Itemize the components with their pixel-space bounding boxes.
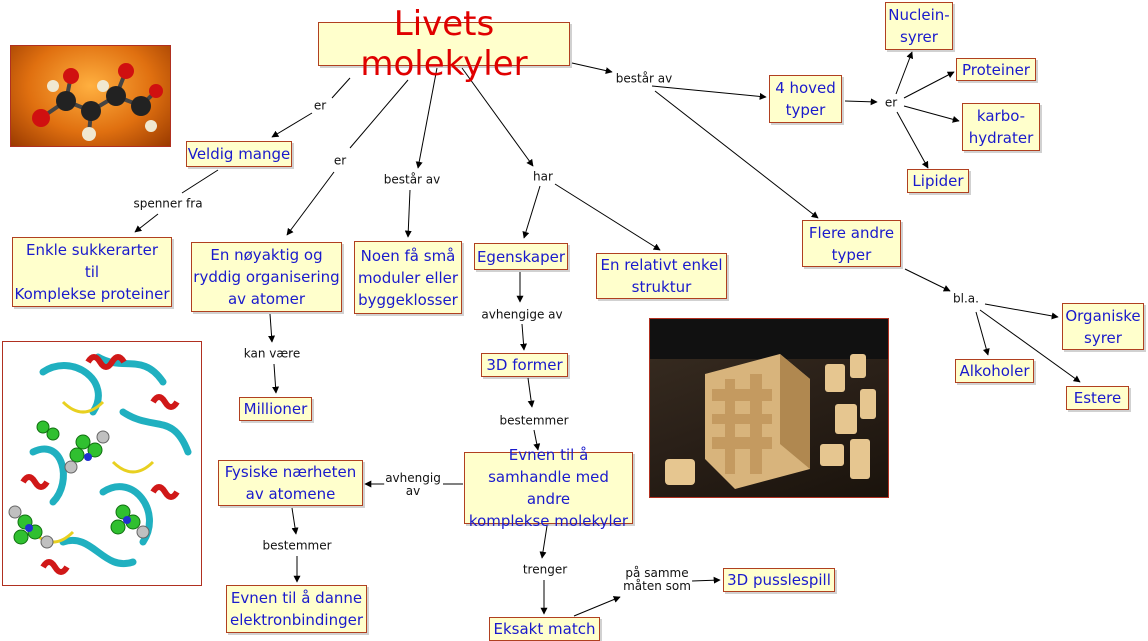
edge-kan-millioner [272,363,280,394]
link-label-trenger: trenger [521,562,569,577]
edge-bestar2-flere [654,90,819,219]
node-noyaktig-organisering: En nøyaktig og ryddig organisering av at… [191,242,342,312]
edge-title-bestar2 [571,62,613,75]
link-label-avhengige-av: avhengige av [480,307,564,322]
edge-er3-karbo [903,105,960,123]
node-eksakt-match: Eksakt match [489,617,600,641]
node-3d-former: 3D former [481,353,568,377]
edge-title-er1 [331,77,351,99]
node-veldig-mange: Veldig mange [186,141,292,167]
link-label-bla: bl.a. [952,291,980,306]
edge-bestemmer1-evnen [533,429,541,451]
edge-title-bestar1 [415,67,438,169]
link-label-har: har [532,169,554,184]
edge-har-egenskaper [522,185,541,239]
edge-samme-pusle [691,576,721,584]
edge-spenner-enkle [134,213,159,233]
node-fysiske-naerheten: Fysiske nærheten av atomene [218,460,363,506]
node-karbohydrater: karbo- hydrater [962,103,1040,151]
link-label-er: er [332,153,348,168]
edge-bestar2-hoved [651,85,767,100]
edge-fysiske-bestemmer2 [291,507,299,535]
node-enkle-sukkerarter: Enkle sukkerarter til Komplekse proteine… [12,237,172,307]
link-label-bestar-av: består av [614,71,674,86]
node-lipider: Lipider [907,169,969,193]
edge-er1-veldig [271,112,313,138]
link-label-er: er [883,95,899,110]
edge-hoved-er3 [844,98,878,106]
edge-flere-bla [904,268,951,292]
link-label-avhengig-av: avhengig av [384,471,442,498]
node-proteiner: Proteiner [956,58,1036,81]
title-node: Livets molekyler [318,4,570,84]
edge-er3-lipider [896,111,929,169]
node-egenskaper: Egenskaper [474,243,568,270]
edge-er3-nuclein [895,51,914,95]
link-label-bestemmer: bestemmer [261,538,333,553]
edge-er2-noyaktig [286,171,335,236]
node-millioner: Millioner [239,397,312,421]
edge-former-bestemmer1 [527,377,535,408]
edge-veldig-spenner [181,169,219,194]
node-evnen-danne: Evnen til å danne elektronbindinger [226,585,367,633]
protein-ribbon-image [2,341,202,586]
node-estere: Estere [1066,386,1129,410]
edge-noyaktig-kan [268,313,276,343]
link-label-spenner-fra: spenner fra [132,196,204,211]
node-relativt-enkel-struktur: En relativt enkel struktur [596,253,727,299]
link-label-pa-samme-maten-som: på samme måten som [622,566,692,593]
edge-title-har [461,67,534,167]
node-organiske-syrer: Organiske syrer [1062,303,1144,350]
edge-bla-organiske [984,303,1059,320]
node-evnen-samhandle: Evnen til å samhandle med andre kompleks… [464,446,633,530]
node-3d-pusslespill: 3D pusslespill [723,568,835,592]
link-label-bestemmer: bestemmer [498,413,570,428]
molecule-model-image [10,45,171,147]
node-moduler: Noen få små moduler eller byggeklosser [354,241,462,314]
link-label-kan-vaere: kan være [242,346,302,361]
node-flere-andre-typer: Flere andre typer [802,220,901,267]
edge-er3-proteiner [903,71,955,99]
node-4-hoved-typer: 4 hoved typer [769,75,842,123]
edge-title-er2 [349,79,409,149]
node-alkoholer: Alkoholer [955,359,1034,383]
edge-avhengige-former [520,323,528,351]
wooden-puzzle-image [649,318,889,498]
edge-eksakt-samme [573,596,621,617]
edge-evnen-trenger [539,525,548,559]
edge-bestar1-moduler [404,189,412,238]
link-label-er: er [312,98,328,113]
node-nuclein-syrer: Nuclein- syrer [885,2,953,50]
link-label-bestar-av: består av [382,172,442,187]
edge-bla-estere [979,309,1081,383]
edge-bla-alkoholer [975,311,990,356]
edge-har-struktur [554,183,661,251]
